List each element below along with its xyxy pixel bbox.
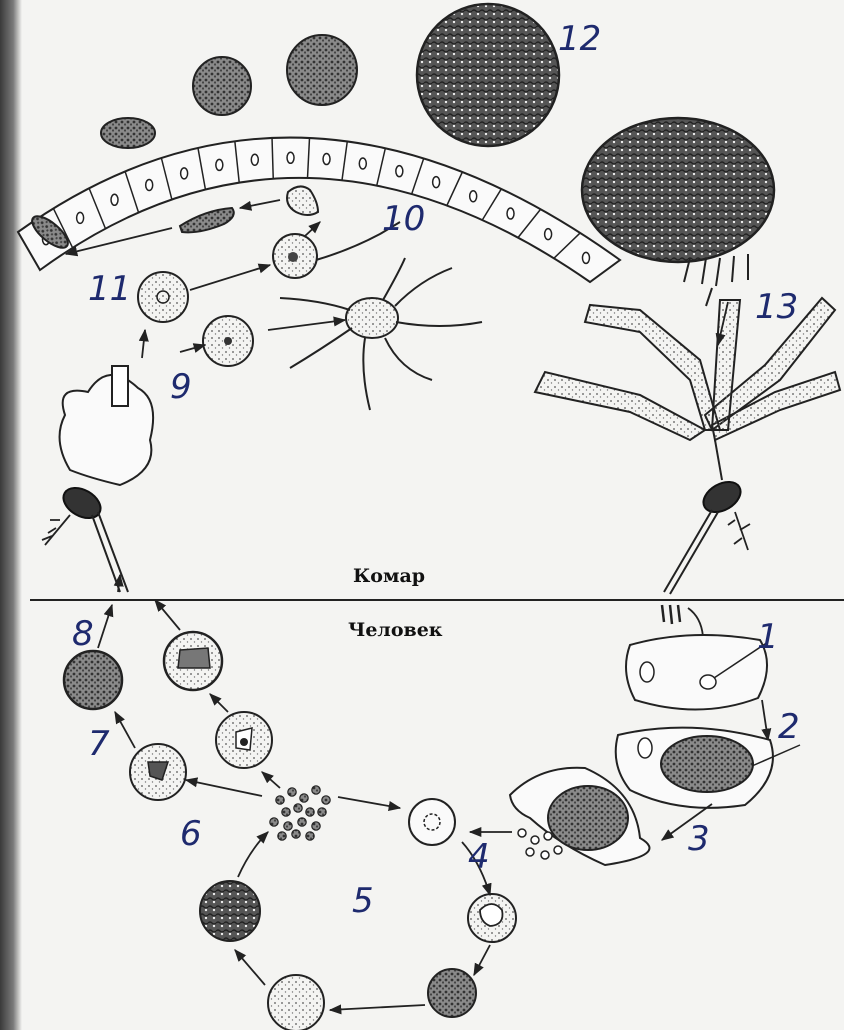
rbc-young-gametocyte-left — [130, 744, 186, 800]
microgametocyte-cell — [203, 316, 253, 366]
merozoite — [270, 818, 278, 826]
merozoite — [306, 832, 314, 840]
epithelial-cell-nucleus — [77, 212, 84, 223]
epithelial-cell-nucleus — [323, 154, 330, 165]
merozoite — [288, 788, 296, 796]
merozoite — [322, 796, 330, 804]
epithelial-cell-nucleus — [181, 168, 188, 179]
exflagellating-microgametocyte — [280, 258, 482, 410]
rbc-young-gametocyte-right — [216, 712, 272, 768]
rbc-trophozoite — [468, 894, 516, 942]
stage-number-12: 12 — [558, 19, 601, 59]
oocyst-large — [417, 4, 559, 146]
merozoite — [284, 822, 292, 830]
sporozoites-injected — [662, 605, 680, 624]
rbc-early-schizont — [428, 969, 476, 1017]
rbc-mid-schizont — [268, 975, 324, 1030]
epithelial-cell-nucleus — [111, 194, 118, 205]
stage-number-9: 9 — [170, 367, 192, 407]
merozoite — [276, 796, 284, 804]
midgut-epithelium — [18, 138, 620, 282]
ookinete — [180, 208, 234, 232]
epithelial-cell-nucleus — [146, 179, 153, 190]
oocyst-rupturing — [582, 118, 774, 306]
human-host-label: Человек — [348, 619, 443, 641]
stage-number-2: 2 — [778, 707, 800, 747]
stage-number-13: 13 — [755, 287, 798, 327]
fertilized-zygote — [273, 222, 400, 278]
merozoite — [312, 822, 320, 830]
oocyst-small-2 — [193, 57, 251, 115]
epithelial-cell-nucleus — [359, 158, 366, 169]
merozoite — [298, 818, 306, 826]
stage-number-4: 4 — [468, 837, 490, 877]
epithelial-cell-nucleus — [582, 252, 589, 263]
merozoite — [278, 832, 286, 840]
rbc-mature-schizont — [200, 881, 260, 941]
epithelial-cell-nucleus — [287, 152, 294, 163]
epithelial-cell-nucleus — [545, 229, 552, 240]
merozoite — [294, 804, 302, 812]
rbc-mature-gametocyte-right — [164, 632, 222, 690]
mosquito-proboscis-right — [664, 476, 750, 594]
merozoite — [292, 830, 300, 838]
epithelial-cell-nucleus — [216, 159, 223, 170]
stage-number-10: 10 — [382, 199, 425, 239]
stage-number-5: 5 — [352, 881, 374, 921]
rbc-ring-stage — [409, 799, 455, 845]
epithelial-cell-nucleus — [433, 177, 440, 188]
stage-number-1: 1 — [757, 617, 779, 657]
merozoite — [282, 808, 290, 816]
mosquito-host-label: Комар — [353, 565, 425, 587]
merozoite — [318, 808, 326, 816]
mosquito-head-left — [42, 366, 153, 592]
liver-cell-sporozoite — [626, 635, 768, 709]
oocyst-small-1 — [101, 118, 155, 148]
stage-number-6: 6 — [180, 814, 202, 854]
stage-number-8: 8 — [72, 614, 94, 654]
merozoite — [300, 794, 308, 802]
epithelial-cell-nucleus — [470, 191, 477, 202]
epithelial-cell-nucleus — [396, 166, 403, 177]
merozoite — [312, 786, 320, 794]
macrogamete-cell — [138, 272, 188, 322]
oocyst-medium — [287, 35, 357, 105]
epithelial-cell-nucleus — [251, 154, 258, 165]
merozoite — [306, 808, 314, 816]
epithelial-cell-nucleus — [507, 208, 514, 219]
liver-cell-schizont — [616, 728, 800, 808]
microgamete-fusing — [287, 186, 318, 215]
released-merozoites — [270, 786, 330, 840]
stage-number-7: 7 — [88, 724, 110, 764]
stage-number-11: 11 — [88, 269, 131, 309]
stage-number-3: 3 — [688, 819, 710, 859]
rbc-mature-gametocyte-left — [64, 651, 122, 709]
